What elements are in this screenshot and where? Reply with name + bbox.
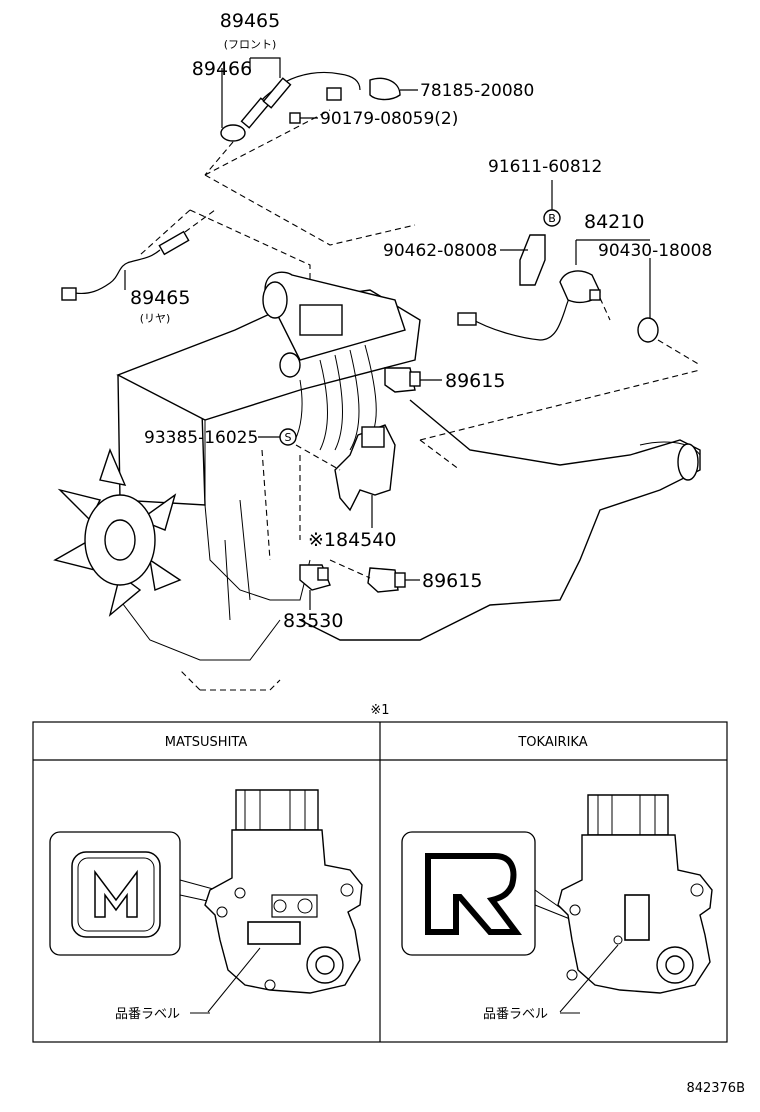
fan-blades bbox=[53, 448, 182, 617]
svg-text:B: B bbox=[548, 212, 556, 225]
note-mark: ※1 bbox=[370, 703, 389, 718]
part-label-left: 品番ラベル bbox=[115, 1007, 180, 1022]
table-header-tokairika: TOKAIRIKA bbox=[517, 735, 587, 750]
table-header-matsushita: MATSUSHITA bbox=[165, 735, 248, 750]
bracket-90462[interactable] bbox=[519, 234, 546, 286]
engine-illustration bbox=[53, 109, 701, 691]
label-rear-note: (リヤ) bbox=[140, 312, 171, 325]
label-89465-rear: 89465 bbox=[130, 287, 190, 309]
label-89615-bottom: 89615 bbox=[422, 570, 482, 592]
manufacturer-table: MATSUSHITA TOKAIRIKA 品番ラベル bbox=[32, 721, 728, 1043]
temperature-sensor-89615-bottom[interactable] bbox=[367, 567, 406, 593]
oil-pressure-switch[interactable] bbox=[457, 270, 601, 341]
label-front-note: (フロント) bbox=[224, 38, 277, 51]
svg-text:S: S bbox=[285, 431, 292, 444]
label-90430: 90430-18008 bbox=[598, 241, 712, 261]
oil-pressure-switch-83530[interactable] bbox=[299, 564, 331, 591]
matsushita-logo bbox=[49, 831, 181, 956]
neutral-start-switch[interactable] bbox=[334, 424, 396, 512]
switch-drawing-tokairika bbox=[557, 794, 713, 994]
label-78185: 78185-20080 bbox=[420, 81, 534, 101]
temperature-sensor-89615-top[interactable] bbox=[384, 367, 421, 393]
label-84210: 84210 bbox=[584, 211, 644, 233]
label-90462: 90462-08008 bbox=[383, 241, 497, 261]
label-93385: 93385-16025 bbox=[144, 428, 258, 448]
tokairika-logo bbox=[401, 831, 536, 956]
oxygen-sensor-front[interactable] bbox=[220, 71, 401, 142]
part-label-right: 品番ラベル bbox=[483, 1007, 548, 1022]
label-91611: 91611-60812 bbox=[488, 157, 602, 177]
label-83530: 83530 bbox=[283, 610, 343, 632]
label-89466: 89466 bbox=[192, 58, 252, 80]
gasket-90430[interactable] bbox=[637, 317, 659, 343]
switch-drawing-matsushita bbox=[204, 789, 363, 994]
label-84540: ※184540 bbox=[308, 529, 396, 551]
label-89465-front: 89465 bbox=[220, 10, 280, 32]
diagram-id: 842376B bbox=[686, 1081, 745, 1096]
oxygen-sensor-rear[interactable] bbox=[61, 230, 190, 301]
label-89615-top: 89615 bbox=[445, 370, 505, 392]
label-90179: 90179-08059(2) bbox=[320, 109, 458, 129]
